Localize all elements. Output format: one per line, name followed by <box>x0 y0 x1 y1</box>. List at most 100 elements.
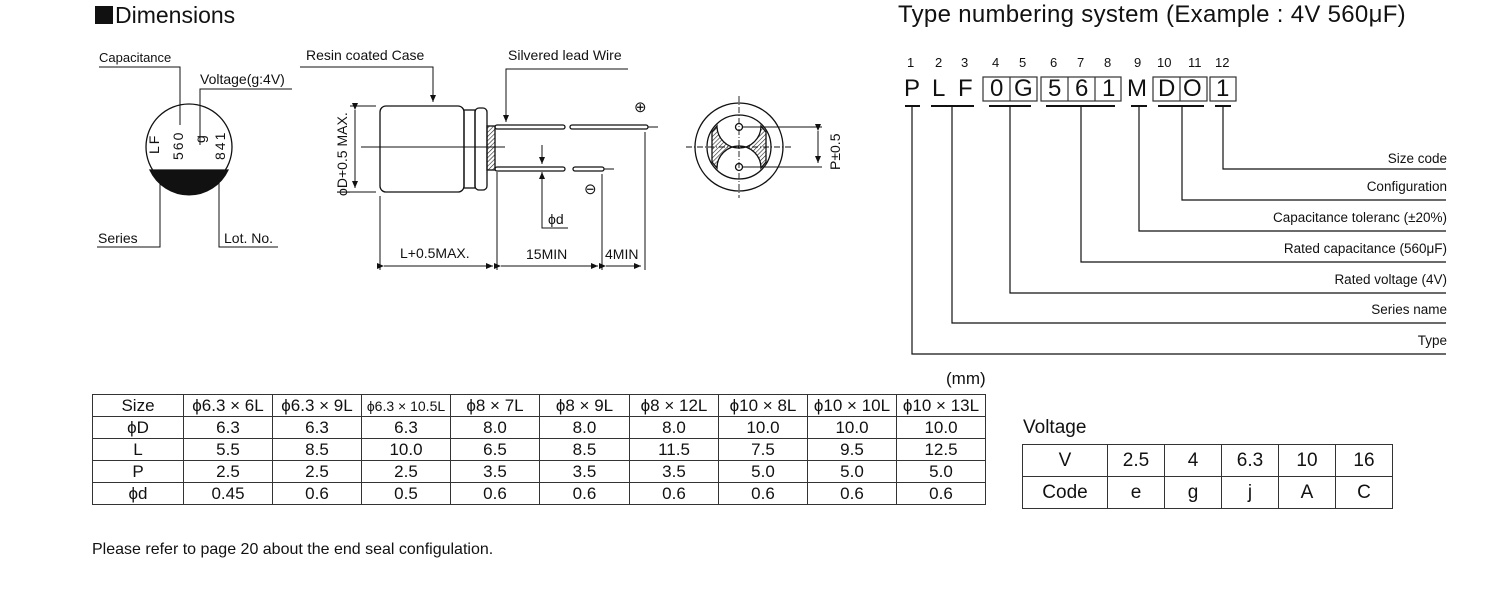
table-cell: 5.5 <box>183 438 273 461</box>
code-char: 1 <box>1102 75 1116 102</box>
row-header: L <box>92 438 184 461</box>
table-cell: 6.3 <box>361 416 451 439</box>
code-char: F <box>958 75 973 102</box>
desc-rated-capacitance: Rated capacitance (560μF) <box>1283 241 1447 256</box>
table-cell: 5.0 <box>718 460 808 483</box>
marking-voltage-code: g <box>192 135 208 143</box>
table-cell: 6.5 <box>450 438 540 461</box>
position-number: 8 <box>1104 55 1112 70</box>
code-char: 5 <box>1048 75 1062 102</box>
table-cell: 8.0 <box>539 416 630 439</box>
code-char: P <box>904 75 921 102</box>
size-column-header: ϕ6.3 × 6L <box>183 394 273 417</box>
lead-length-label: 15MIN <box>526 246 568 262</box>
voltage-label: Voltage(g:4V) <box>200 71 285 87</box>
diameter-dimension-label: ϕD+0.5 MAX. <box>334 112 350 196</box>
pitch-label: P±0.5 <box>827 133 843 170</box>
code-char: 6 <box>1075 75 1089 102</box>
unit-label: (mm) <box>946 369 986 388</box>
lead-diameter-label: ϕd <box>548 211 564 227</box>
table-cell: 3.5 <box>629 460 719 483</box>
table-cell: 9.5 <box>807 438 897 461</box>
length-dimension-label: L+0.5MAX. <box>400 245 470 261</box>
capacitance-label: Capacitance <box>99 50 172 65</box>
row-header: Size <box>92 394 184 417</box>
table-cell: 3.5 <box>450 460 540 483</box>
footnote: Please refer to page 20 about the end se… <box>92 541 494 558</box>
position-number: 2 <box>935 55 943 70</box>
table-cell: 10.0 <box>361 438 451 461</box>
table-cell: 10.0 <box>807 416 897 439</box>
table-cell: 2.5 <box>272 460 362 483</box>
lead-diff-label: 4MIN <box>605 246 639 262</box>
row-header: V <box>1022 444 1108 477</box>
table-cell: 0.45 <box>183 482 273 505</box>
table-cell: 0.6 <box>896 482 986 505</box>
table-cell: 5.0 <box>896 460 986 483</box>
desc-series-name: Series name <box>1371 302 1447 317</box>
marking-series-text: LF <box>146 133 162 154</box>
top-marking-view <box>97 66 292 248</box>
position-number: 6 <box>1050 55 1058 70</box>
size-column-header: ϕ8 × 12L <box>629 394 719 417</box>
side-view <box>300 66 658 270</box>
code-char: 0 <box>990 75 1004 102</box>
lot-no-label: Lot. No. <box>224 230 274 246</box>
table-cell: 6.3 <box>183 416 273 439</box>
position-number: 12 <box>1215 55 1230 70</box>
table-cell: 3.5 <box>539 460 630 483</box>
dimensions-heading: Dimensions <box>95 2 235 29</box>
voltage-code: A <box>1278 476 1336 509</box>
negative-stripe <box>148 169 230 196</box>
size-column-header: ϕ8 × 9L <box>539 394 630 417</box>
voltage-code: g <box>1164 476 1222 509</box>
end-seal <box>486 125 496 171</box>
table-cell: 0.6 <box>272 482 362 505</box>
table-cell: 0.6 <box>718 482 808 505</box>
voltage-code: e <box>1107 476 1165 509</box>
dimensions-title: Dimensions <box>115 2 236 28</box>
square-bullet-icon <box>95 6 113 24</box>
position-number: 10 <box>1157 55 1172 70</box>
table-cell: 6.3 <box>272 416 362 439</box>
table-cell: 2.5 <box>183 460 273 483</box>
minus-icon: ⊖ <box>584 181 597 198</box>
table-cell: 0.6 <box>539 482 630 505</box>
row-header: ϕD <box>92 416 184 439</box>
position-number: 11 <box>1188 55 1202 70</box>
table-cell: 7.5 <box>718 438 808 461</box>
marking-capacitance-text: 560 <box>170 130 186 160</box>
marking-lot-text: 841 <box>212 130 228 160</box>
row-header: ϕd <box>92 482 184 505</box>
desc-configuration: Configuration <box>1366 179 1447 194</box>
size-column-header: ϕ6.3 × 10.5L <box>361 394 451 417</box>
series-label: Series <box>98 230 138 246</box>
resin-case-label: Resin coated Case <box>306 47 425 63</box>
code-char: O <box>1183 75 1202 102</box>
table-cell: 0.6 <box>450 482 540 505</box>
position-number: 4 <box>992 55 1000 70</box>
voltage-table-title: Voltage <box>1023 417 1087 438</box>
voltage-code: j <box>1221 476 1279 509</box>
position-number: 3 <box>961 55 969 70</box>
code-char: G <box>1014 75 1033 102</box>
voltage-value: 16 <box>1335 444 1393 477</box>
desc-rated-voltage: Rated voltage (4V) <box>1334 272 1447 287</box>
desc-type: Type <box>1417 333 1447 348</box>
voltage-value: 6.3 <box>1221 444 1279 477</box>
code-char: M <box>1127 75 1147 102</box>
table-cell: 8.0 <box>450 416 540 439</box>
size-column-header: ϕ10 × 10L <box>807 394 897 417</box>
voltage-value: 4 <box>1164 444 1222 477</box>
size-column-header: ϕ10 × 13L <box>896 394 986 417</box>
voltage-value: 2.5 <box>1107 444 1165 477</box>
row-header: P <box>92 460 184 483</box>
end-view <box>686 96 822 198</box>
